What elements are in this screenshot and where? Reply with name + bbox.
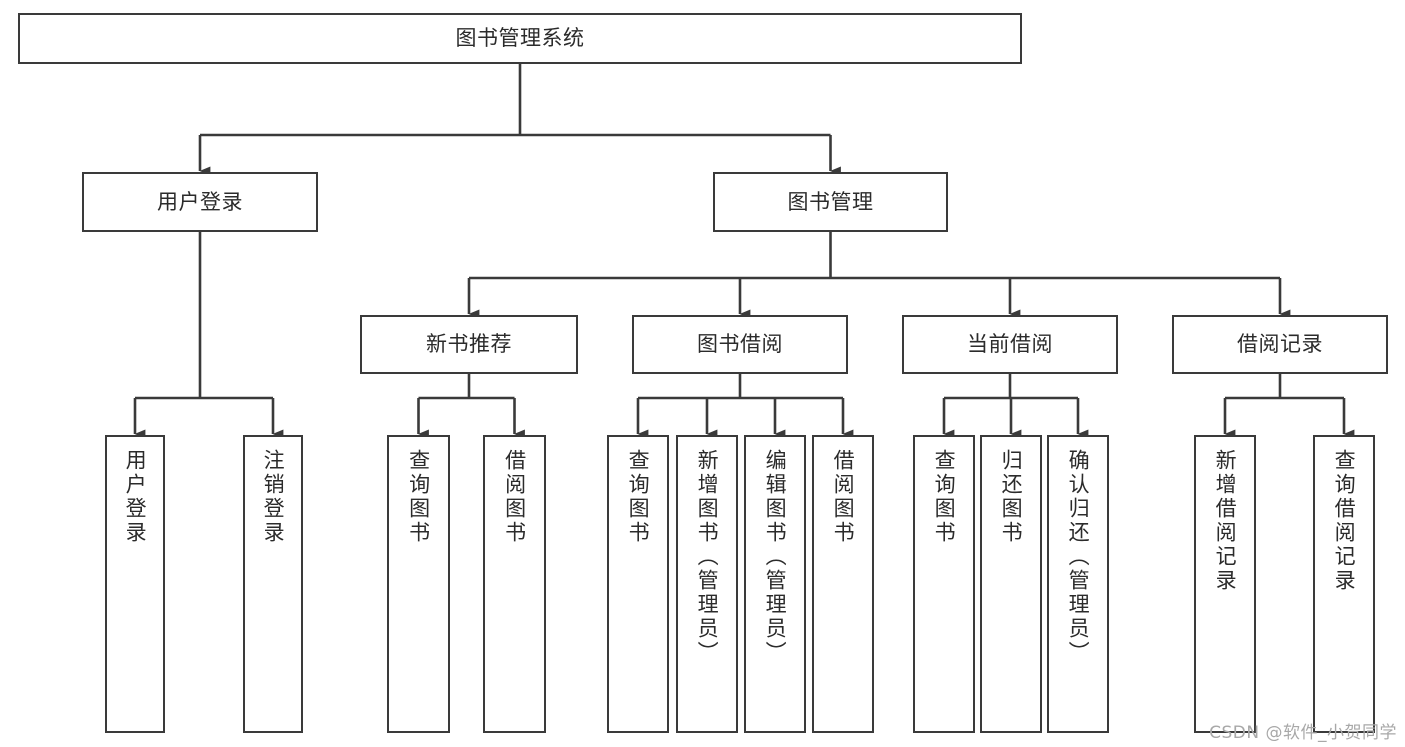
node-label: 查询图书 (406, 449, 431, 545)
node-leaf-user-login[interactable]: 用户登录 (105, 435, 165, 733)
node-label: 借阅记录 (1237, 332, 1323, 357)
node-label: 借阅图书 (502, 449, 527, 545)
node-label: 确认归还（管理员） (1066, 449, 1091, 665)
node-leaf-borrow-book-2[interactable]: 借阅图书 (812, 435, 874, 733)
node-current-borrow[interactable]: 当前借阅 (902, 315, 1118, 374)
node-leaf-add-book-admin[interactable]: 新增图书（管理员） (676, 435, 738, 733)
node-leaf-add-borrow-record[interactable]: 新增借阅记录 (1194, 435, 1256, 733)
watermark: CSDN @软件_小贺同学 (1209, 723, 1397, 743)
node-leaf-edit-book-admin[interactable]: 编辑图书（管理员） (744, 435, 806, 733)
node-book-management[interactable]: 图书管理 (713, 172, 948, 232)
node-user-login[interactable]: 用户登录 (82, 172, 318, 232)
node-leaf-confirm-return-admin[interactable]: 确认归还（管理员） (1047, 435, 1109, 733)
node-root[interactable]: 图书管理系统 (18, 13, 1022, 64)
node-leaf-query-book-2[interactable]: 查询图书 (607, 435, 669, 733)
node-leaf-query-book-3[interactable]: 查询图书 (913, 435, 975, 733)
node-label: 注销登录 (261, 449, 286, 545)
node-borrow-record[interactable]: 借阅记录 (1172, 315, 1388, 374)
node-label: 用户登录 (123, 449, 148, 545)
node-label: 图书管理系统 (455, 26, 585, 51)
node-label: 图书管理 (787, 189, 874, 214)
node-label: 查询图书 (626, 449, 651, 545)
node-label: 新增借阅记录 (1213, 449, 1238, 593)
node-label: 用户登录 (157, 189, 243, 214)
node-label: 编辑图书（管理员） (763, 449, 788, 665)
node-leaf-query-borrow-record[interactable]: 查询借阅记录 (1313, 435, 1375, 733)
node-leaf-borrow-book-1[interactable]: 借阅图书 (483, 435, 546, 733)
node-label: 图书借阅 (697, 332, 783, 357)
node-leaf-query-book-1[interactable]: 查询图书 (387, 435, 450, 733)
node-book-borrow[interactable]: 图书借阅 (632, 315, 848, 374)
node-leaf-return-book[interactable]: 归还图书 (980, 435, 1042, 733)
node-new-book-recommend[interactable]: 新书推荐 (360, 315, 578, 374)
node-label: 借阅图书 (831, 449, 856, 545)
node-label: 归还图书 (999, 449, 1024, 545)
node-label: 新增图书（管理员） (695, 449, 720, 665)
node-label: 查询图书 (932, 449, 957, 545)
node-label: 查询借阅记录 (1332, 449, 1357, 593)
node-label: 当前借阅 (967, 332, 1053, 357)
node-label: 新书推荐 (426, 332, 512, 357)
node-leaf-logout[interactable]: 注销登录 (243, 435, 303, 733)
